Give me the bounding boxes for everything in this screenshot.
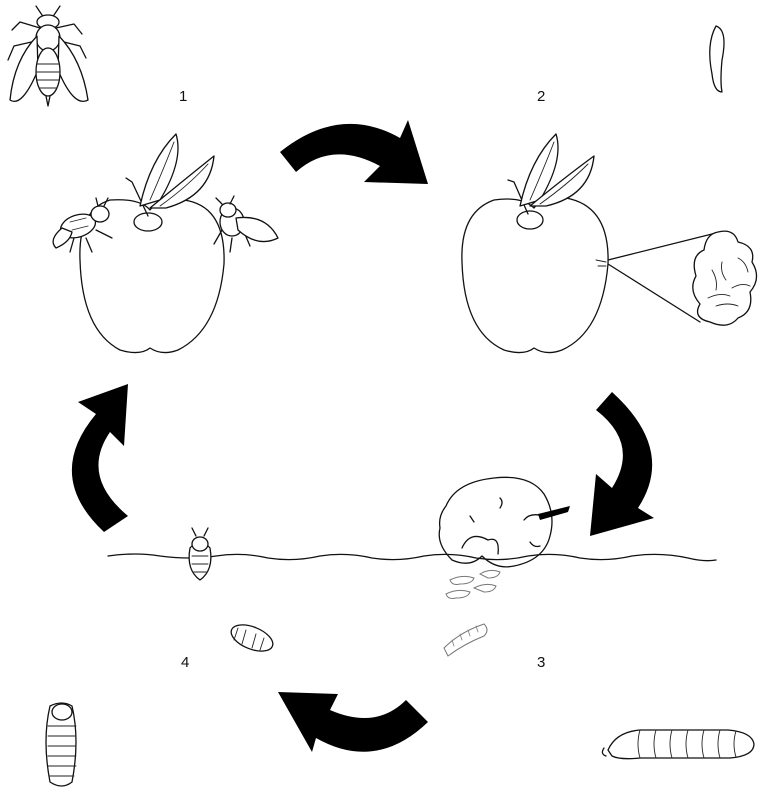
burrowing-larvae-icon <box>446 570 500 598</box>
larva-icon <box>602 730 754 759</box>
magnifier-callout <box>608 231 757 325</box>
stage-4-label: 4 <box>181 654 189 671</box>
larva-in-soil-icon <box>444 624 487 656</box>
stage-1-label: 1 <box>179 88 187 105</box>
apple-icon <box>80 134 224 353</box>
arrow-3-to-4-icon <box>278 692 428 752</box>
adult-fly-icon <box>8 6 88 106</box>
stage-3-label: 3 <box>537 654 545 671</box>
arrow-2-to-3-icon <box>590 392 654 536</box>
rotting-apple-icon <box>439 477 570 567</box>
stage-2-label: 2 <box>537 88 545 105</box>
apple-with-eggs-icon <box>462 134 608 353</box>
arrow-1-to-2-icon <box>280 120 428 184</box>
emerging-fly-icon <box>189 528 211 580</box>
pupa-in-soil-icon <box>227 620 276 657</box>
pupa-icon <box>46 703 76 786</box>
egg-icon <box>710 26 724 92</box>
arrow-4-to-1-icon <box>72 384 128 532</box>
